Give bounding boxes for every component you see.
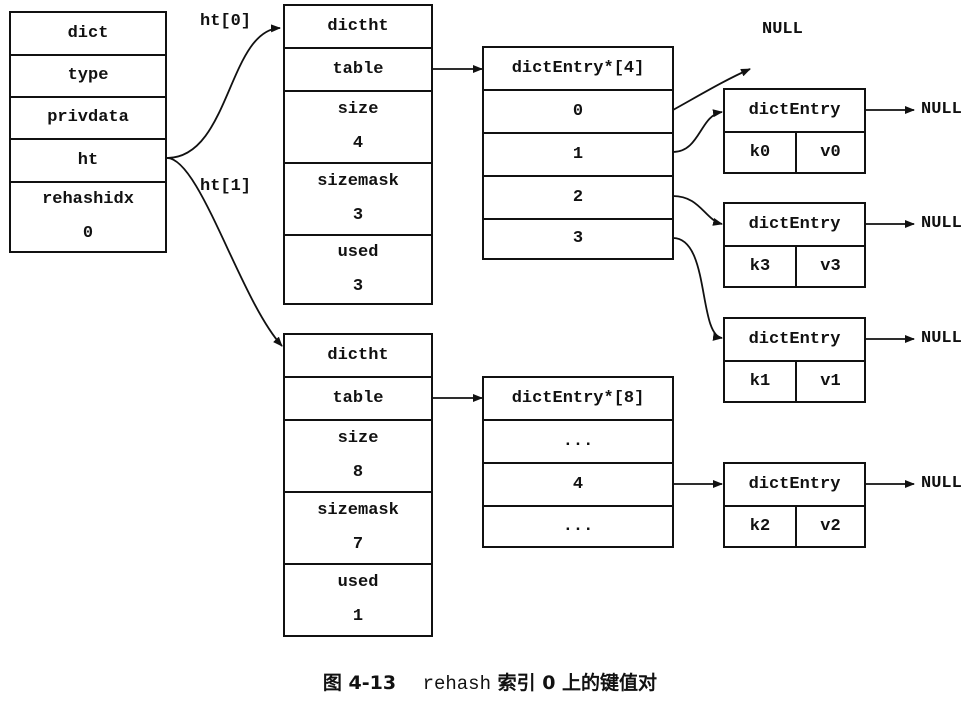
caption-text: 索引 0 上的键值对 <box>497 672 658 694</box>
dict-field-ht: ht <box>11 140 165 183</box>
table-8: dictEntry*[8] ... 4 ... <box>482 376 674 548</box>
dict-entry-value: v1 <box>820 372 841 391</box>
dict-entry-title: dictEntry <box>725 204 864 247</box>
ht0-pointer-arrow <box>166 24 281 159</box>
dict-field-privdata: privdata <box>11 98 165 140</box>
table-8-slot: ... <box>484 421 672 464</box>
dict-entry-key: k0 <box>725 133 797 172</box>
slot0-null-label: NULL <box>762 20 803 39</box>
slot2-entry-arrow <box>672 195 723 226</box>
dict-entry-value: v2 <box>820 517 841 536</box>
dict-entry: dictEntry k3 v3 <box>723 202 866 288</box>
dict-entry-title: dictEntry <box>725 464 864 507</box>
caption-figure-number: 图 4-13 <box>322 672 397 694</box>
dict-entry: dictEntry k0 v0 <box>723 88 866 174</box>
table-4-slot: 1 <box>484 134 672 177</box>
caption-code: rehash <box>422 673 491 695</box>
dict-entry: dictEntry k2 v2 <box>723 462 866 548</box>
ht1-pointer-label: ht[1] <box>200 177 252 196</box>
dictht-0-title: dictht <box>285 6 431 49</box>
dict-field-type: type <box>11 56 165 98</box>
entry-next-null: NULL <box>921 329 962 348</box>
dict-struct: dict type privdata ht rehashidx 0 <box>9 11 167 253</box>
dict-entry-key: k3 <box>725 247 797 286</box>
table-4: dictEntry*[4] 0 1 2 3 <box>482 46 674 260</box>
dict-entry: dictEntry k1 v1 <box>723 317 866 403</box>
ht0-pointer-label: ht[0] <box>200 12 252 31</box>
table-8-slot: 4 <box>484 464 672 507</box>
dictht-1-title: dictht <box>285 335 431 378</box>
dict-title: dict <box>11 13 165 56</box>
slot1-entry-arrow <box>672 109 723 153</box>
dict-field-rehashidx: rehashidx 0 <box>42 189 134 243</box>
dict-entry-key: k1 <box>725 362 797 401</box>
dict-entry-value: v0 <box>820 143 841 162</box>
dict-entry-title: dictEntry <box>725 90 864 133</box>
dict-entry-title: dictEntry <box>725 319 864 362</box>
entry-next-null: NULL <box>921 474 962 493</box>
table-8-title: dictEntry*[8] <box>484 378 672 421</box>
table-4-slot: 0 <box>484 91 672 134</box>
entry-next-null: NULL <box>921 214 962 233</box>
dictht-1-table: table <box>285 378 431 421</box>
entry-next-null: NULL <box>921 100 962 119</box>
dictht-0-table: table <box>285 49 431 92</box>
table-8-slot: ... <box>562 516 594 536</box>
dict-entry-key: k2 <box>725 507 797 546</box>
table-4-slot: 3 <box>572 229 584 248</box>
ht1-pointer-arrow <box>166 157 283 347</box>
slot3-entry-arrow <box>672 237 723 341</box>
slot0-null-arrow <box>672 68 751 111</box>
table-4-title: dictEntry*[4] <box>484 48 672 91</box>
table-4-slot: 2 <box>484 177 672 220</box>
dict-entry-value: v3 <box>820 257 841 276</box>
figure-caption: 图 4-13 rehash 索引 0 上的键值对 <box>0 668 980 695</box>
